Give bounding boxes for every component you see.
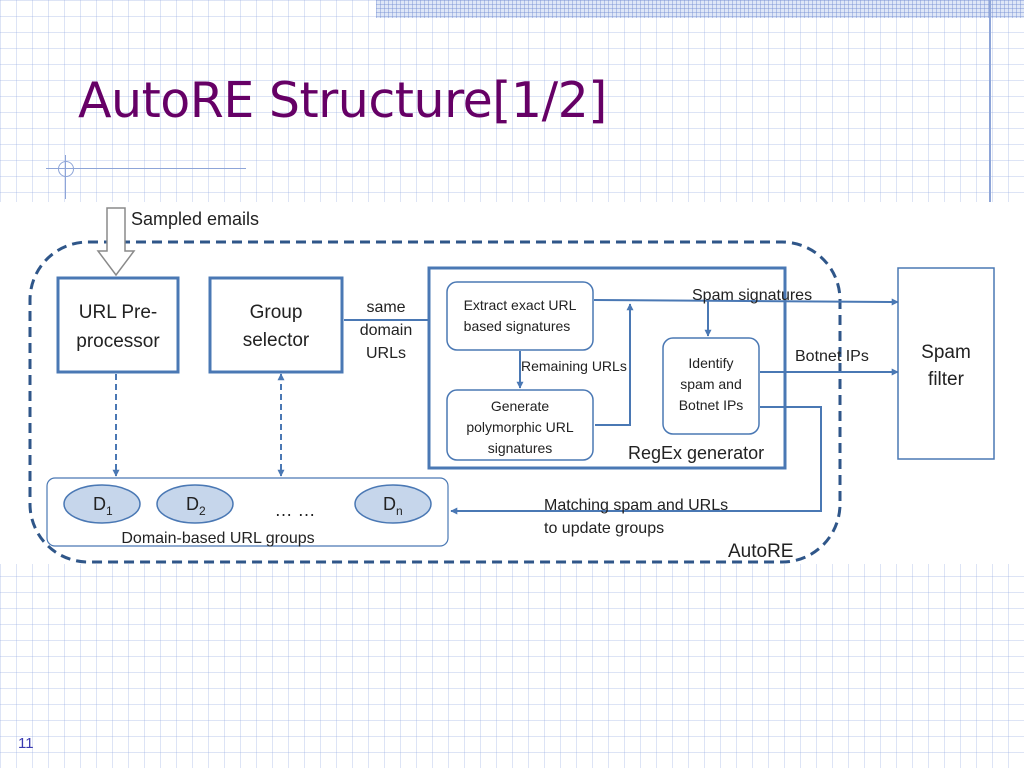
- regex-generator-label: RegEx generator: [628, 443, 764, 463]
- group-selector-label-line1: Group: [250, 302, 303, 323]
- feedback-arrow: [450, 406, 822, 515]
- sampled-emails-label: Sampled emails: [131, 209, 259, 229]
- feedback-label-line1: Matching spam and URLs: [544, 497, 728, 514]
- extract-signatures-line2: based signatures: [464, 318, 571, 334]
- domain-group-d1: [63, 484, 141, 524]
- slide-number: 11: [18, 735, 34, 752]
- identify-spam-line3: Botnet IPs: [679, 397, 744, 413]
- url-preprocessor-label-line2: processor: [76, 331, 160, 352]
- group-selector-label-line2: selector: [243, 330, 310, 351]
- autore-label: AutoRE: [728, 541, 793, 562]
- generate-polymorphic-line2: polymorphic URL: [466, 419, 574, 435]
- identify-spam-line2: spam and: [680, 376, 741, 392]
- domain-group-d1-label: D1: [93, 494, 113, 518]
- autore-dashed-frame: [28, 240, 842, 564]
- same-domain-urls-line1: same: [366, 299, 405, 316]
- generate-polymorphic-line1: Generate: [491, 398, 550, 414]
- domain-group-ellipsis: … …: [274, 500, 315, 520]
- domain-group-d2: [156, 484, 234, 524]
- spam-filter-box: [897, 267, 995, 460]
- domain-groups-container: [46, 477, 449, 547]
- feedback-label-line2: to update groups: [544, 520, 664, 537]
- spam-signatures-label: Spam signatures: [692, 287, 812, 304]
- same-domain-urls-line2: domain: [360, 322, 412, 339]
- title-rule-vertical-tick: [65, 155, 66, 199]
- generate-polymorphic-line3: signatures: [488, 440, 553, 456]
- identify-spam-box: [662, 337, 760, 435]
- title-rule-circle: [58, 161, 74, 177]
- spam-filter-line2: filter: [928, 369, 965, 390]
- url-preprocessor-box: [56, 276, 180, 374]
- domain-groups-label: Domain-based URL groups: [121, 530, 314, 547]
- generate-polymorphic-box: [446, 389, 594, 461]
- domain-group-d2-label: D2: [186, 494, 206, 518]
- remaining-urls-label: Remaining URLs: [521, 358, 627, 374]
- spam-filter-line1: Spam: [921, 342, 971, 363]
- domain-group-dn: [354, 484, 432, 524]
- title-underline-rule: [46, 168, 246, 169]
- right-decorative-rule: [989, 0, 991, 202]
- group-selector-box: [208, 276, 344, 374]
- slide-title: AutoRE Structure[1/2]: [78, 72, 607, 129]
- polymorphic-output-arrow: [595, 303, 634, 426]
- spam-signatures-arrow: [593, 298, 899, 306]
- extract-signatures-line1: Extract exact URL: [464, 297, 577, 313]
- sampled-emails-arrow: [96, 207, 136, 277]
- domain-group-dn-label: Dn: [383, 494, 403, 518]
- url-preprocessor-label-line1: URL Pre-: [79, 302, 157, 323]
- botnet-ips-label: Botnet IPs: [795, 348, 869, 365]
- identify-spam-line1: Identify: [688, 355, 733, 371]
- same-domain-urls-line3: URLs: [366, 345, 406, 362]
- extract-signatures-box: [446, 281, 594, 351]
- top-decorative-band: [376, 0, 1024, 18]
